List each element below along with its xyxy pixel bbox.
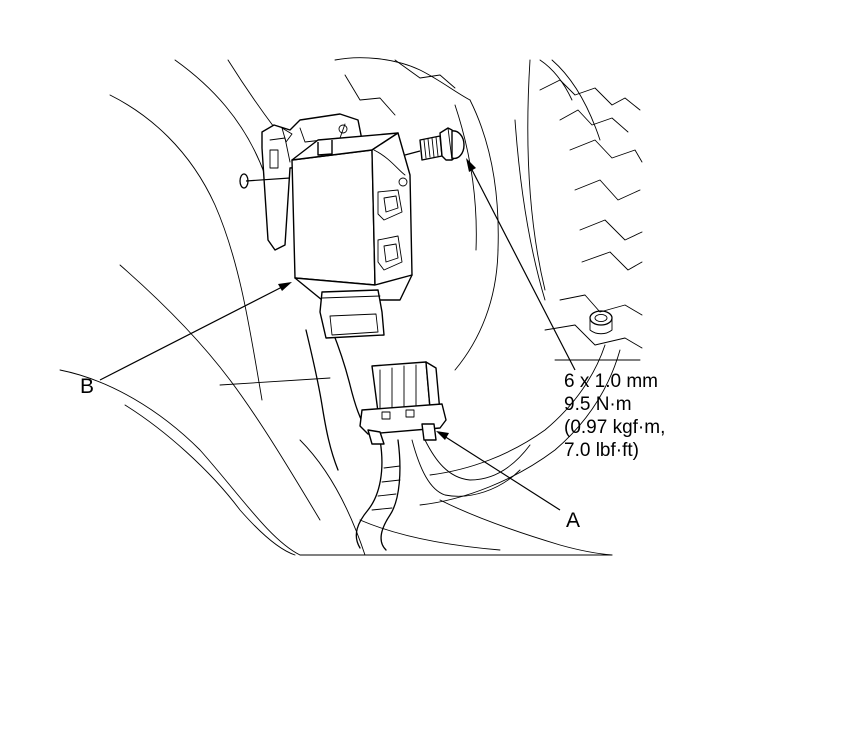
bolt-torque-spec: 6 x 1.0 mm 9.5 N·m (0.97 kgf·m, 7.0 lbf·…: [564, 371, 665, 461]
mounting-bolt: [419, 127, 465, 161]
connector-a: [359, 361, 447, 445]
b-leader-arrow: [278, 282, 292, 291]
bolt-leader-line: [469, 165, 576, 371]
background-trim-panels: [59, 57, 643, 556]
leader-lines: [99, 150, 576, 511]
b-leader-line: [99, 285, 285, 381]
torque-kgfm: (0.97 kgf·m,: [564, 417, 665, 438]
torque-lbfft: 7.0 lbf·ft): [564, 440, 639, 461]
a-leader-line: [443, 435, 561, 511]
callout-a-label: A: [566, 509, 580, 532]
bolt-leader-arrow: [466, 158, 476, 172]
torque-nm: 9.5 N·m: [564, 394, 632, 415]
a-leader-arrow: [436, 431, 449, 440]
control-unit-b: [239, 113, 413, 339]
bolt-size: 6 x 1.0 mm: [564, 371, 658, 392]
callout-b-label: B: [80, 375, 94, 398]
